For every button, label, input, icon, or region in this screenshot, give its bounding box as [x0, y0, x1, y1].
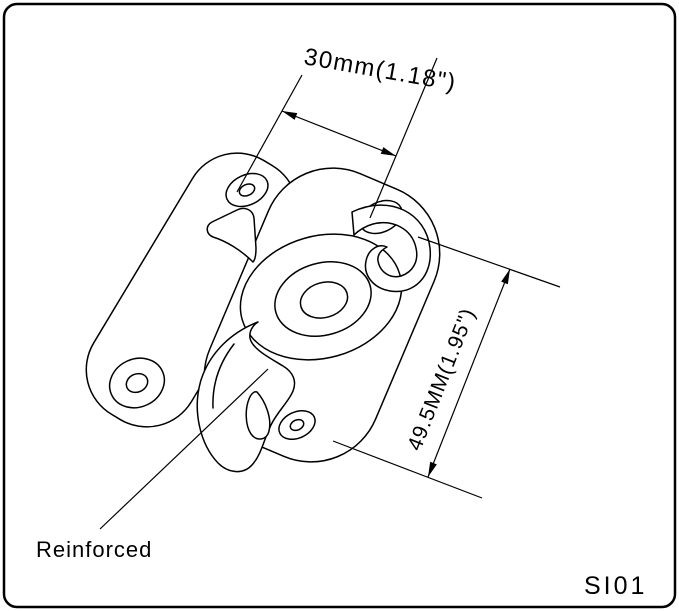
extension-line-right	[369, 57, 438, 219]
dimension-width	[236, 57, 438, 219]
screw-hole-bottom-left	[108, 357, 166, 409]
screw-hole-bottom-center	[278, 409, 316, 441]
extension-line-left	[236, 74, 303, 193]
leader-line-reinforced	[99, 368, 269, 530]
dimension-line-height	[427, 268, 511, 478]
latch-hook-icon	[351, 204, 431, 293]
part-code: SI01	[584, 572, 647, 600]
dimension-line-width	[281, 110, 397, 157]
dimension-height	[332, 236, 561, 499]
cam-boss-inner	[299, 281, 349, 319]
extension-line-top	[417, 236, 561, 288]
thumb-tab	[206, 207, 257, 263]
reinforced-label: Reinforced	[36, 537, 152, 562]
handle-slot	[245, 391, 271, 440]
sash-lock-part	[85, 152, 441, 473]
screw-hole-top-left	[225, 172, 269, 208]
dimension-width-label: 30mm(1.18")	[302, 43, 459, 96]
extension-line-bottom	[332, 440, 483, 499]
handle-ridge-line	[212, 343, 235, 409]
dimension-annotations	[99, 57, 561, 530]
